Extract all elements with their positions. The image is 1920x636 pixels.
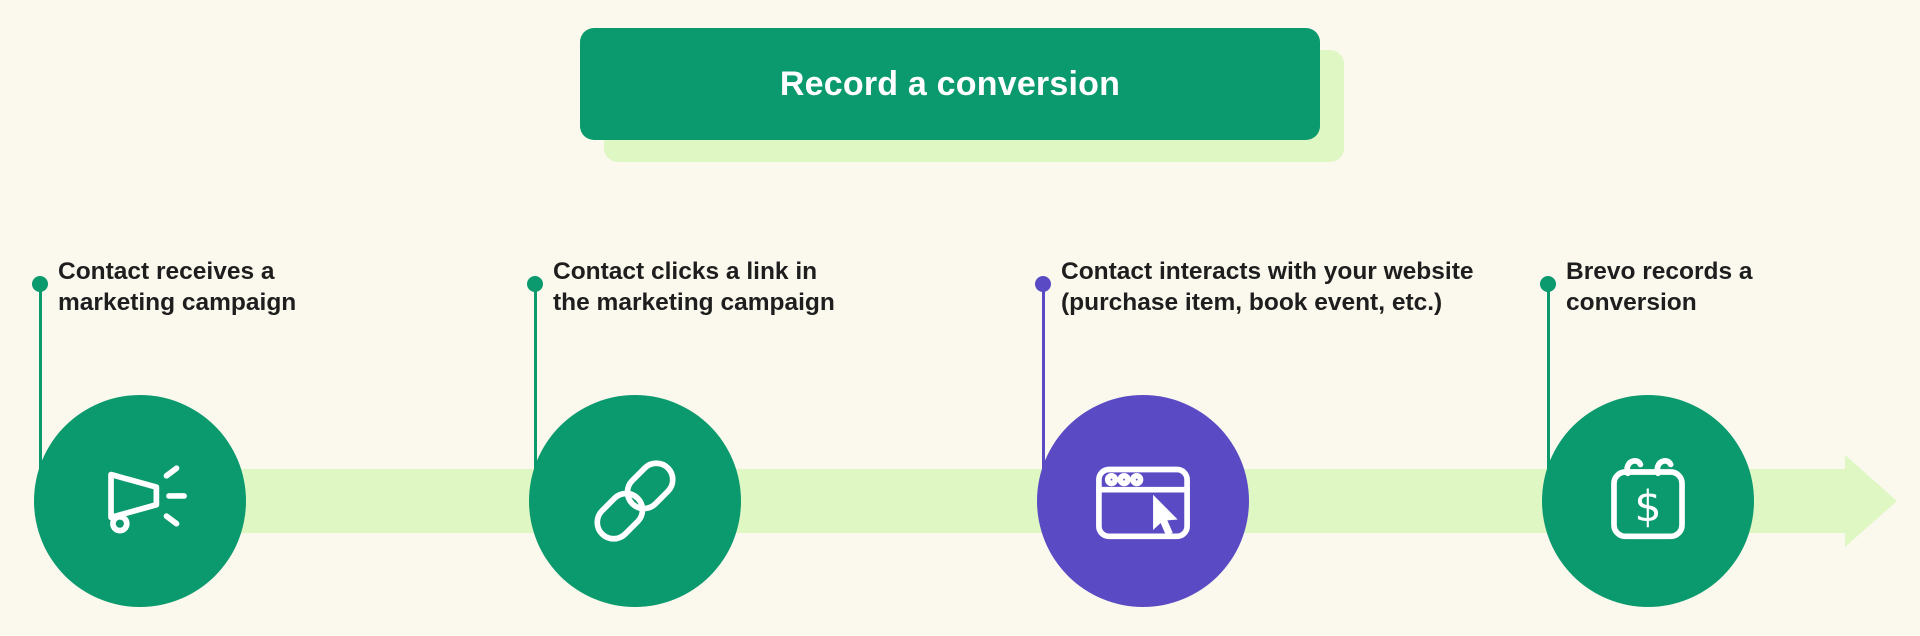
step-contact-receives-campaign: Contact receives a marketing campaign xyxy=(32,0,532,636)
step-contact-clicks-link: Contact clicks a link in the marketing c… xyxy=(527,0,1027,636)
timeline-arrow-tip-icon xyxy=(1845,455,1897,547)
step-dot xyxy=(1035,276,1051,292)
step-connector-line xyxy=(1546,290,1550,480)
step-icon-circle xyxy=(1037,395,1249,607)
step-icon-circle xyxy=(34,395,246,607)
svg-text:$: $ xyxy=(1634,482,1661,532)
step-contact-interacts-website: Contact interacts with your website (pur… xyxy=(1035,0,1535,636)
step-icon-circle: $ xyxy=(1542,395,1754,607)
calendar-dollar-icon: $ xyxy=(1611,458,1685,540)
step-dot xyxy=(32,276,48,292)
step-label: Contact receives a marketing campaign xyxy=(58,258,297,316)
step-connector-line xyxy=(1041,290,1045,480)
browser-cursor-icon xyxy=(1096,466,1190,540)
step-brevo-records-conversion: Brevo records a conversion $ xyxy=(1540,0,1920,636)
record-conversion-banner: Record a conversion xyxy=(580,28,1320,140)
megaphone-icon xyxy=(108,465,187,534)
banner-label: Record a conversion xyxy=(779,64,1121,103)
step-dot xyxy=(1540,276,1556,292)
step-label: Brevo records a conversion xyxy=(1566,258,1753,316)
chain-link-icon xyxy=(594,460,676,542)
step-icon-circle xyxy=(529,395,741,607)
step-label: Contact interacts with your website (pur… xyxy=(1061,258,1474,316)
step-connector-line xyxy=(533,290,537,480)
step-label: Contact clicks a link in the marketing c… xyxy=(553,258,835,316)
step-connector-line xyxy=(38,290,42,480)
step-dot xyxy=(527,276,543,292)
